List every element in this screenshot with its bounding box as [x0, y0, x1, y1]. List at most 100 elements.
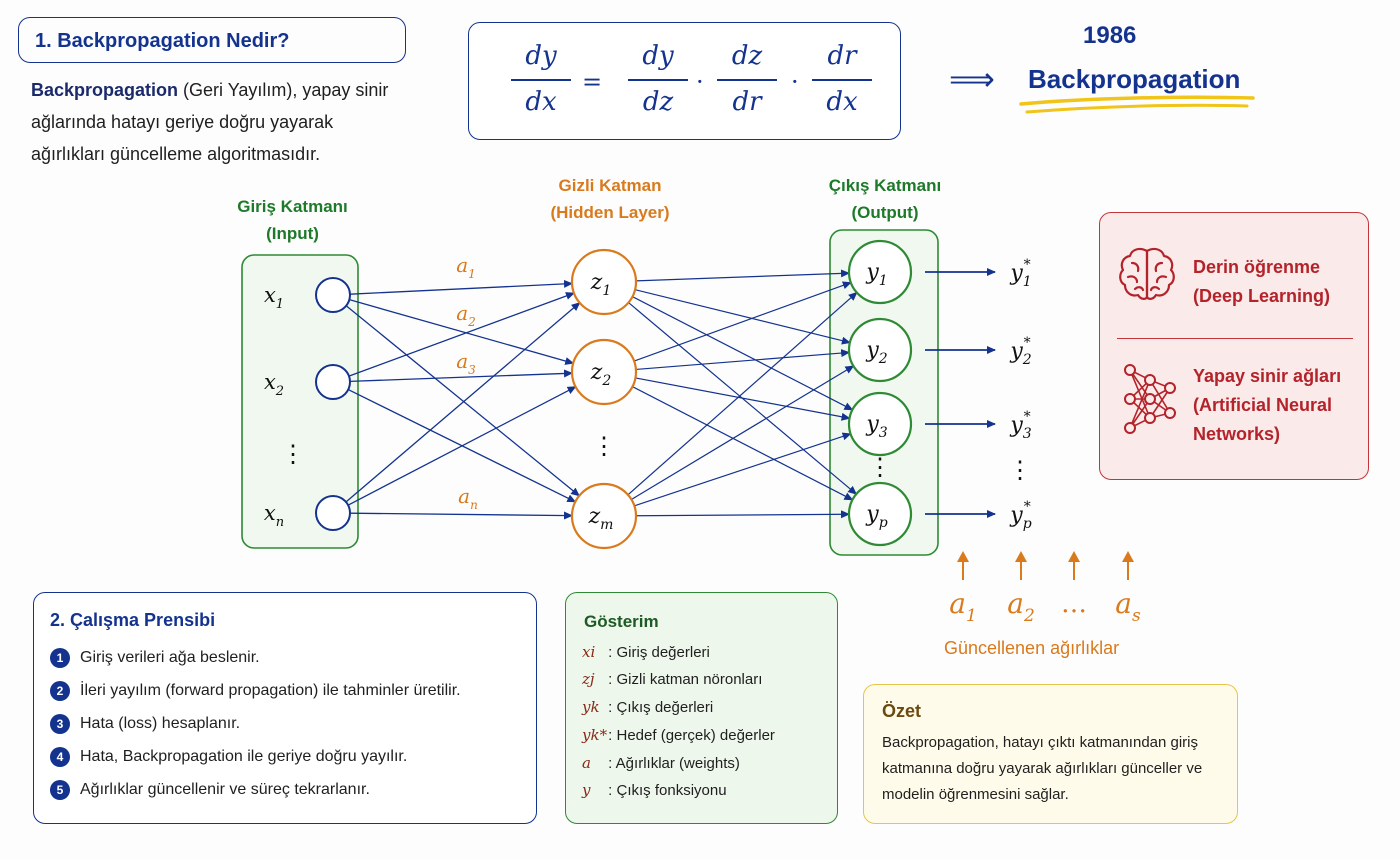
output-label: yp [865, 502, 887, 531]
output-layer-title: Çıkış Katmanı [828, 176, 942, 195]
chain-rule-formula: dy dx = dy dz · dz dr · dr dx [468, 22, 901, 140]
hidden-node [570, 482, 638, 550]
notation-title: Gösterim [584, 612, 659, 631]
notation-symbol: zj [582, 670, 595, 688]
target-label: yp* [1009, 499, 1031, 532]
step-number: 1 [50, 647, 70, 668]
notation-desc: : Hedef (gerçek) değerler [608, 727, 775, 744]
fraction-denominator: dr [732, 87, 762, 117]
hidden-output-edge [635, 349, 851, 371]
fraction-denominator: dx [525, 87, 557, 117]
output-node [847, 317, 913, 383]
input-hidden-edge [345, 305, 580, 497]
input-hidden-edge [349, 369, 574, 383]
hidden-label: zm [588, 504, 614, 533]
input-label: x2 [264, 370, 284, 399]
output-layer-subtitle: (Output) [851, 203, 919, 222]
deep-learning-panel: Derin öğrenme (Deep Learning) Yapay sini… [1099, 212, 1369, 480]
ann-subtitle-1: (Artificial Neural [1193, 395, 1333, 415]
notation-row: xi : Giriş değerleri [582, 643, 710, 661]
hidden-output-edge [635, 510, 851, 519]
ann-subtitle-2: Networks) [1193, 424, 1281, 444]
notation-desc: : Gizli katman nöronları [608, 671, 763, 688]
hidden-output-edge [634, 432, 852, 507]
fraction-bar [717, 79, 777, 81]
summary-box: Özet Backpropagation, hatayı çıktı katma… [863, 684, 1238, 824]
fraction-denominator: dz [642, 87, 674, 117]
updated-weights-caption: Güncellenen ağırlıklar [944, 638, 1120, 658]
fraction-numerator: dy [642, 41, 674, 71]
ann-title: Yapay sinir ağları [1193, 366, 1342, 386]
input-node [315, 495, 351, 531]
deep-learning-title: Derin öğrenme [1193, 257, 1321, 277]
year-label: 1986 [1083, 22, 1137, 49]
hidden-output-edge [634, 289, 851, 345]
implies-arrow-icon: ⟹ [949, 61, 995, 97]
output-label: y2 [865, 338, 887, 367]
neural-network-icon [1124, 364, 1176, 434]
target-label: y1* [1009, 257, 1031, 290]
hidden-layer-title: Gizli Katman [558, 176, 662, 195]
vertical-ellipsis: ⋮ [592, 432, 616, 460]
underline-stroke [1019, 95, 1255, 114]
fraction-denominator: dx [826, 87, 858, 117]
input-layer-label: Giriş Katmanı (Input) [210, 193, 375, 247]
fraction-bar [628, 79, 688, 81]
input-hidden-edge [349, 279, 574, 295]
step-item: 3 Hata (loss) hesaplanır. [50, 713, 240, 735]
section1-title: 1. Backpropagation Nedir? [35, 30, 290, 52]
input-hidden-edge [349, 299, 575, 365]
target-label: y3* [1009, 409, 1031, 442]
hidden-output-edge [631, 365, 855, 501]
output-node [847, 481, 913, 547]
step-text: Hata (loss) hesaplanır. [80, 715, 241, 732]
backpropagation-label: Backpropagation [1028, 64, 1241, 94]
output-node [847, 391, 913, 457]
output-layer-label: Çıkış Katmanı (Output) [795, 172, 975, 226]
vertical-ellipsis: ⋮ [868, 453, 892, 481]
vertical-ellipsis: ⋮ [281, 440, 305, 468]
panel-divider [1117, 338, 1353, 339]
fraction-dy-dx: dy dx [511, 41, 571, 117]
notation-symbol: y [582, 781, 591, 799]
intro-rest: (Geri Yayılım), yapay sinir ağlarında ha… [31, 80, 389, 164]
intro-bold: Backpropagation [31, 80, 179, 100]
hidden-node [570, 248, 638, 316]
notation-row: y : Çıkış fonksiyonu [582, 781, 727, 799]
input-label: xn [264, 501, 284, 530]
dot-operator: · [696, 68, 704, 96]
input-layer-title: Giriş Katmanı [237, 197, 348, 216]
input-hidden-edge [349, 511, 574, 520]
updated-weight-label: a1 [949, 587, 977, 626]
output-node [847, 239, 913, 305]
notation-box: Gösterim xi : Giriş değerleri zj : Gizli… [565, 592, 838, 824]
fraction-bar [812, 79, 872, 81]
deep-learning-label: Derin öğrenme (Deep Learning) [1193, 253, 1330, 311]
input-node [315, 364, 351, 400]
input-hidden-edge [345, 302, 581, 503]
hidden-label: z1 [590, 270, 612, 299]
ann-label: Yapay sinir ağları (Artificial Neural Ne… [1193, 362, 1341, 449]
notation-row: yk* : Hedef (gerçek) değerler [582, 726, 775, 744]
fraction-dz-dr: dz dr [717, 41, 777, 117]
input-layer-box [241, 254, 359, 549]
input-hidden-edge [348, 292, 575, 377]
step-text: Hata, Backpropagation ile geriye doğru y… [80, 748, 408, 765]
hidden-output-edge [627, 291, 858, 496]
hidden-output-edge [633, 281, 852, 362]
fraction-dy-dz: dy dz [628, 41, 688, 117]
hidden-output-edge [632, 386, 854, 501]
fraction-numerator: dz [731, 41, 763, 71]
updated-weight-label: a2 [1007, 587, 1035, 626]
hidden-node [570, 338, 638, 406]
weights-ellipsis: … [1061, 589, 1087, 619]
step-number: 3 [50, 713, 70, 734]
notation-row: zj : Gizli katman nöronları [582, 670, 762, 688]
output-label: y3 [865, 412, 887, 441]
intro-text: Backpropagation (Geri Yayılım), yapay si… [31, 74, 401, 170]
output-label: y1 [865, 260, 887, 289]
